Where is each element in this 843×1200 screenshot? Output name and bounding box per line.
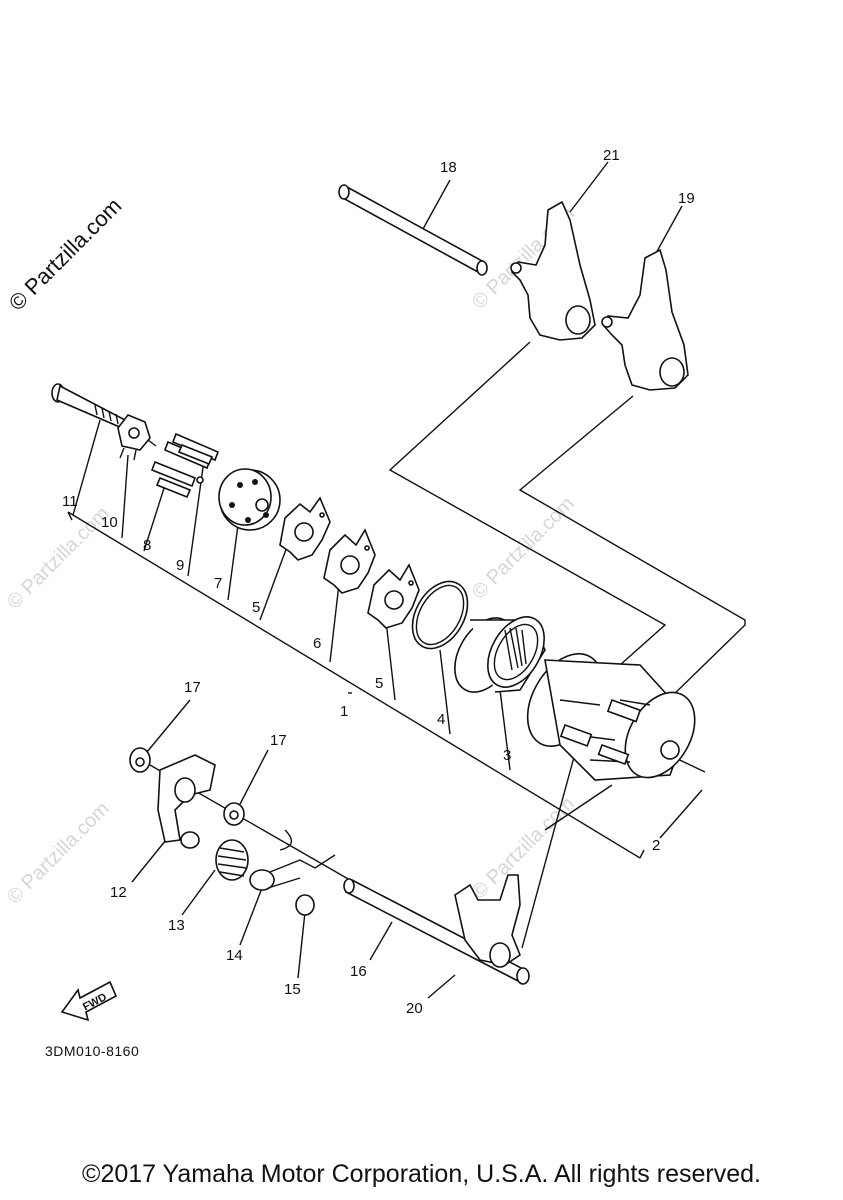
callout-9: 9 xyxy=(176,557,184,574)
callout-10: 10 xyxy=(101,514,118,531)
callout-18: 18 xyxy=(440,159,457,176)
fork19-guide xyxy=(518,395,746,701)
bolt-part-11 xyxy=(51,383,126,430)
callout-21: 21 xyxy=(603,147,620,164)
watermark-faint-2: © Partzilla.com xyxy=(468,493,579,604)
callout-17b: 17 xyxy=(270,732,287,749)
shift-fork-part-20 xyxy=(454,874,521,968)
circlip-part-15 xyxy=(295,894,315,916)
plate-part-5-upper xyxy=(279,496,331,561)
callout-6: 6 xyxy=(313,635,321,652)
callout-15: 15 xyxy=(284,981,301,998)
callout-1: 1 xyxy=(340,703,348,720)
watermark-faint-5: © Partzilla.com xyxy=(468,793,579,904)
circlip-part-17-lower xyxy=(223,802,245,826)
callout-19: 19 xyxy=(678,190,695,207)
segment-part-7 xyxy=(218,468,281,531)
callout-8: 8 xyxy=(143,537,151,554)
bracket-left xyxy=(67,511,73,521)
callout-3: 3 xyxy=(503,747,511,764)
callout-11: 11 xyxy=(62,493,78,510)
spring-lever-part-14 xyxy=(249,829,336,891)
callout-20: 20 xyxy=(406,1000,423,1017)
shift-fork-part-21 xyxy=(510,200,596,341)
plate-part-5-lower xyxy=(367,563,420,629)
shift-fork-part-19 xyxy=(601,248,689,391)
callouts: 1 2 3 4 5 5 6 7 8 9 10 11 12 13 14 15 16… xyxy=(62,147,695,1017)
fwd-arrow: FWD xyxy=(60,980,118,1022)
bearing-part-3 xyxy=(454,616,546,693)
pins-part-8 xyxy=(150,460,204,499)
circlip-part-17-upper xyxy=(129,747,151,773)
callout-14: 14 xyxy=(226,947,243,964)
callout-5a: 5 xyxy=(252,599,260,616)
fork20-guide-2 xyxy=(544,784,613,831)
copyright-notice: ©2017 Yamaha Motor Corporation, U.S.A. A… xyxy=(82,1160,761,1188)
watermark-faint-3: © Partzilla.com xyxy=(3,503,114,614)
circlip-part-4 xyxy=(411,580,469,650)
assembly-line xyxy=(67,511,641,859)
fork20-guide xyxy=(521,734,581,949)
callout-7: 7 xyxy=(214,575,222,592)
watermark-faint-4: © Partzilla.com xyxy=(3,798,114,909)
callout-2: 2 xyxy=(652,837,660,854)
callout-5b: 5 xyxy=(375,675,383,692)
callout-16: 16 xyxy=(350,963,367,980)
spring-part-13 xyxy=(215,839,249,881)
plate-part-6 xyxy=(323,528,376,594)
shift-arm-part-12 xyxy=(157,754,216,849)
bracket-right xyxy=(639,849,645,859)
stopper-part-10 xyxy=(117,414,157,461)
guide-bar-part-18 xyxy=(338,184,488,276)
pins-part-9 xyxy=(163,432,220,470)
callout-17a: 17 xyxy=(184,679,201,696)
fork21-guide xyxy=(388,341,667,666)
callout-13: 13 xyxy=(168,917,185,934)
shift-drum-part-2 xyxy=(526,653,696,781)
watermark-main: © Partzilla.com xyxy=(4,193,127,316)
diagram-code: 3DM010-8160 xyxy=(45,1043,139,1059)
leader-lines xyxy=(72,161,703,999)
callout-12: 12 xyxy=(110,884,127,901)
callout-4: 4 xyxy=(437,711,445,728)
